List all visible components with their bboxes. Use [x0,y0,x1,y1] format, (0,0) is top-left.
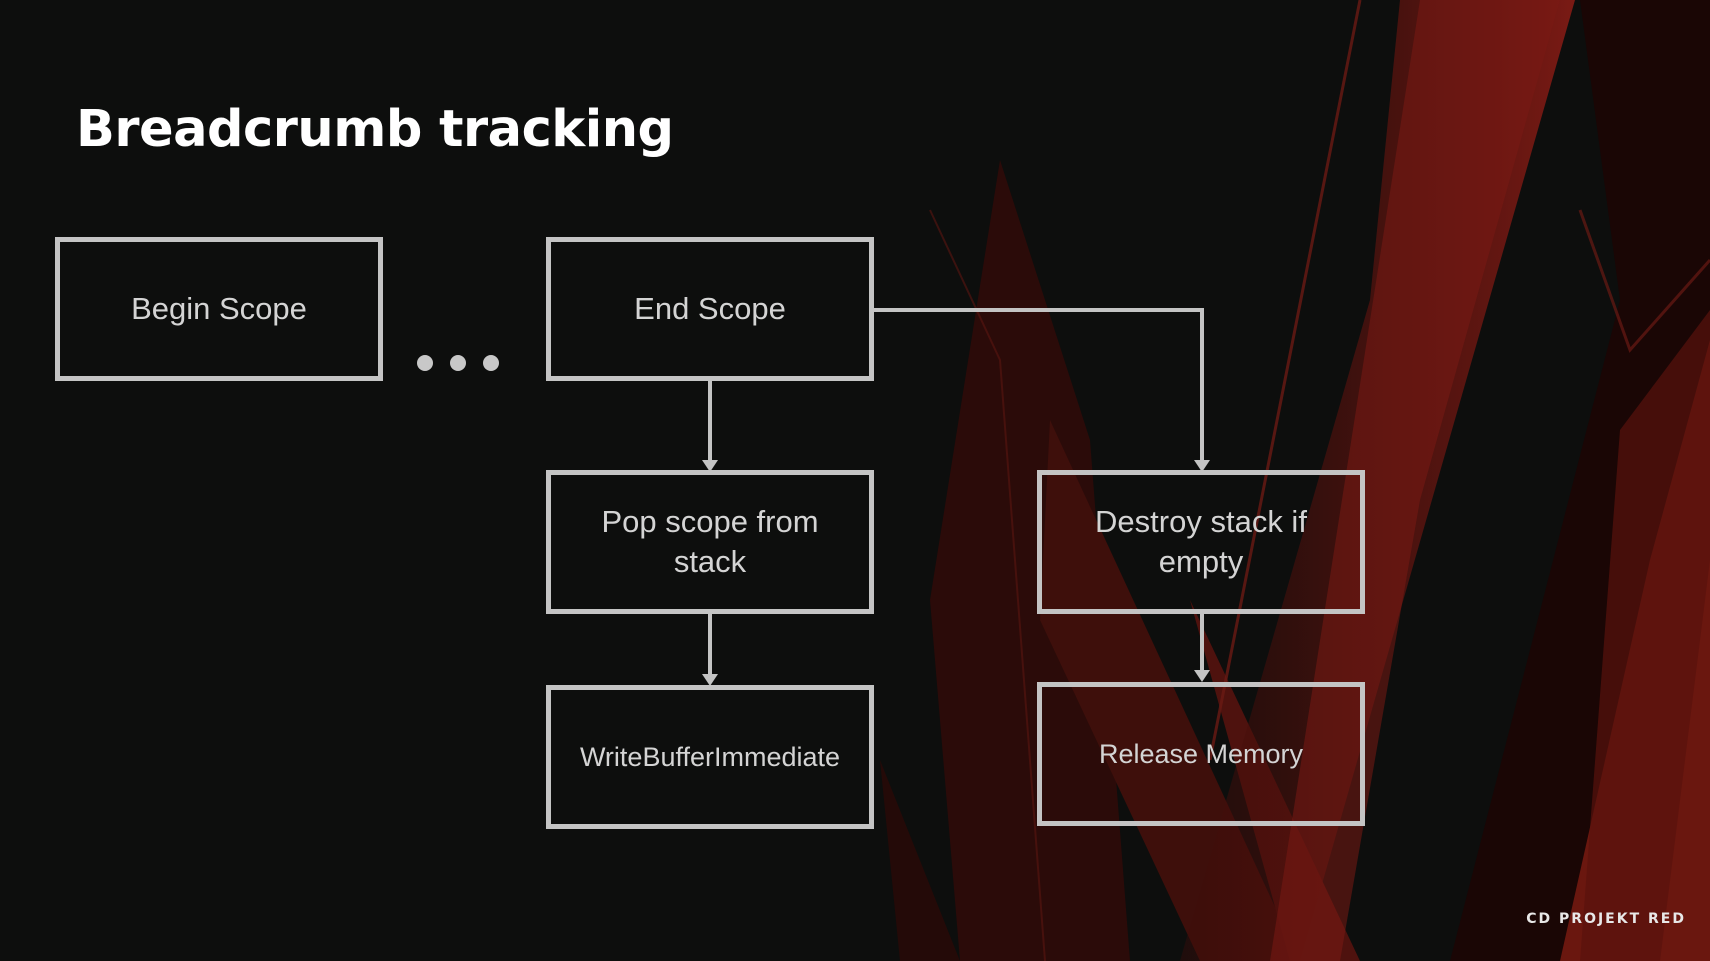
ellipsis-dot [450,355,466,371]
node-end-scope: End Scope [546,237,874,381]
node-label: Pop scope from stack [601,504,819,579]
node-label: End Scope [634,291,786,326]
node-begin-scope: Begin Scope [55,237,383,381]
page-title: Breadcrumb tracking [76,100,674,159]
node-pop-scope: Pop scope from stack [546,470,874,614]
node-label: Release Memory [1098,739,1304,769]
node-label: Begin Scope [131,291,307,326]
brand-logo: CD PROJEKT RED [1526,911,1686,927]
node-label: WriteBufferImmediate [579,742,841,772]
node-release-memory: Release Memory [1037,682,1365,826]
ellipsis-dot [417,355,433,371]
node-label: Destroy stack if empty [1095,504,1307,579]
ellipsis-dot [483,355,499,371]
node-write-buffer: WriteBufferImmediate [546,685,874,829]
node-destroy-stack: Destroy stack if empty [1037,470,1365,614]
